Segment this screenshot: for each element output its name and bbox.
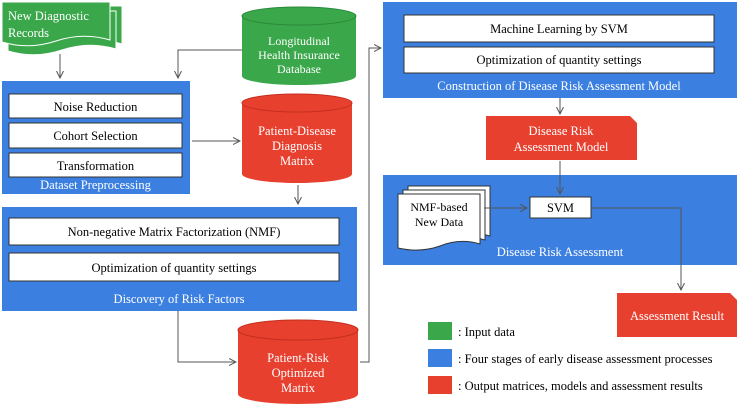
disease-risk-assessment-panel: NMF-based New Data SVM Disease Risk Asse… [383, 175, 737, 265]
risk-factor-optimization-box [8, 252, 340, 282]
nmf-box [8, 217, 340, 246]
assessment-result-label: Assessment Result [630, 309, 725, 323]
model-construction-panel: Machine Learning by SVM Optimization of … [383, 2, 737, 98]
legend-swatch-input [428, 322, 452, 340]
risk-matrix-line-1: Patient-Risk [267, 351, 330, 365]
risk-matrix-line-3: Matrix [281, 381, 316, 395]
diagnosis-matrix-line-1: Patient-Disease [258, 124, 336, 138]
risk-matrix-line-2: Optimized [272, 366, 326, 380]
legend-swatch-outputs [428, 376, 452, 394]
disease-risk-assessment-model: Disease Risk Assessment Model [486, 116, 637, 160]
health-insurance-database: Longitudinal Health Insurance Database [241, 6, 357, 85]
model-optimization-box [403, 46, 715, 74]
nmf-new-data-line-2: New Data [415, 215, 464, 229]
legend: : Input data : Four stages of early dise… [428, 322, 713, 394]
discovery-of-risk-factors-title: Discovery of Risk Factors [114, 292, 245, 306]
new-diagnostic-records: New Diagnostic Records [1, 1, 123, 56]
nmf-new-data-documents: NMF-based New Data [397, 185, 491, 251]
svm-learning-box [403, 14, 715, 43]
legend-swatch-stages [428, 349, 452, 367]
new-records-line-2: Records [8, 26, 49, 40]
svm-label: SVM [547, 201, 574, 215]
noise-reduction-box [8, 93, 183, 119]
diagnosis-matrix-line-3: Matrix [280, 154, 315, 168]
disease-risk-assessment-title: Disease Risk Assessment [497, 245, 624, 259]
database-line-2: Health Insurance [258, 48, 340, 62]
discovery-of-risk-factors-panel: Non-negative Matrix Factorization (NMF) … [2, 207, 357, 311]
arrow-risk-matrix-to-model-construction [360, 48, 381, 363]
dataset-preprocessing-title: Dataset Preprocessing [40, 178, 151, 192]
arrow-risk-factors-to-risk-matrix [177, 311, 236, 362]
patient-disease-diagnosis-matrix: Patient-Disease Diagnosis Matrix [241, 93, 353, 183]
arrow-database-to-preprocessing [178, 49, 242, 78]
database-line-3: Database [277, 62, 321, 76]
patient-risk-optimized-matrix: Patient-Risk Optimized Matrix [237, 319, 359, 404]
cohort-selection-box [8, 122, 183, 149]
diagnosis-matrix-line-2: Diagnosis [272, 139, 322, 153]
dataset-preprocessing-panel: Noise Reduction Cohort Selection Transfo… [2, 81, 190, 194]
legend-label-input: : Input data [458, 325, 515, 339]
transformation-label: Transformation [57, 159, 135, 173]
nmf-label: Non-negative Matrix Factorization (NMF) [68, 225, 281, 239]
assessment-model-line-2: Assessment Model [514, 140, 609, 154]
assessment-result: Assessment Result [617, 293, 737, 337]
arrow-svm-to-result [591, 207, 681, 290]
legend-label-stages: : Four stages of early disease assessmen… [458, 352, 713, 366]
assessment-model-line-1: Disease Risk [529, 124, 595, 138]
cohort-selection-label: Cohort Selection [53, 129, 138, 143]
legend-label-outputs: : Output matrices, models and assessment… [458, 379, 703, 393]
noise-reduction-label: Noise Reduction [54, 100, 138, 114]
nmf-new-data-line-1: NMF-based [410, 200, 467, 214]
model-construction-title: Construction of Disease Risk Assessment … [437, 79, 681, 93]
svm-learning-label: Machine Learning by SVM [490, 22, 628, 36]
risk-factor-optimization-label: Optimization of quantity settings [92, 261, 257, 275]
new-records-line-1: New Diagnostic [8, 9, 89, 23]
model-optimization-label: Optimization of quantity settings [477, 53, 642, 67]
transformation-box [8, 152, 183, 178]
connectors [60, 48, 681, 362]
database-line-1: Longitudinal [268, 34, 331, 48]
